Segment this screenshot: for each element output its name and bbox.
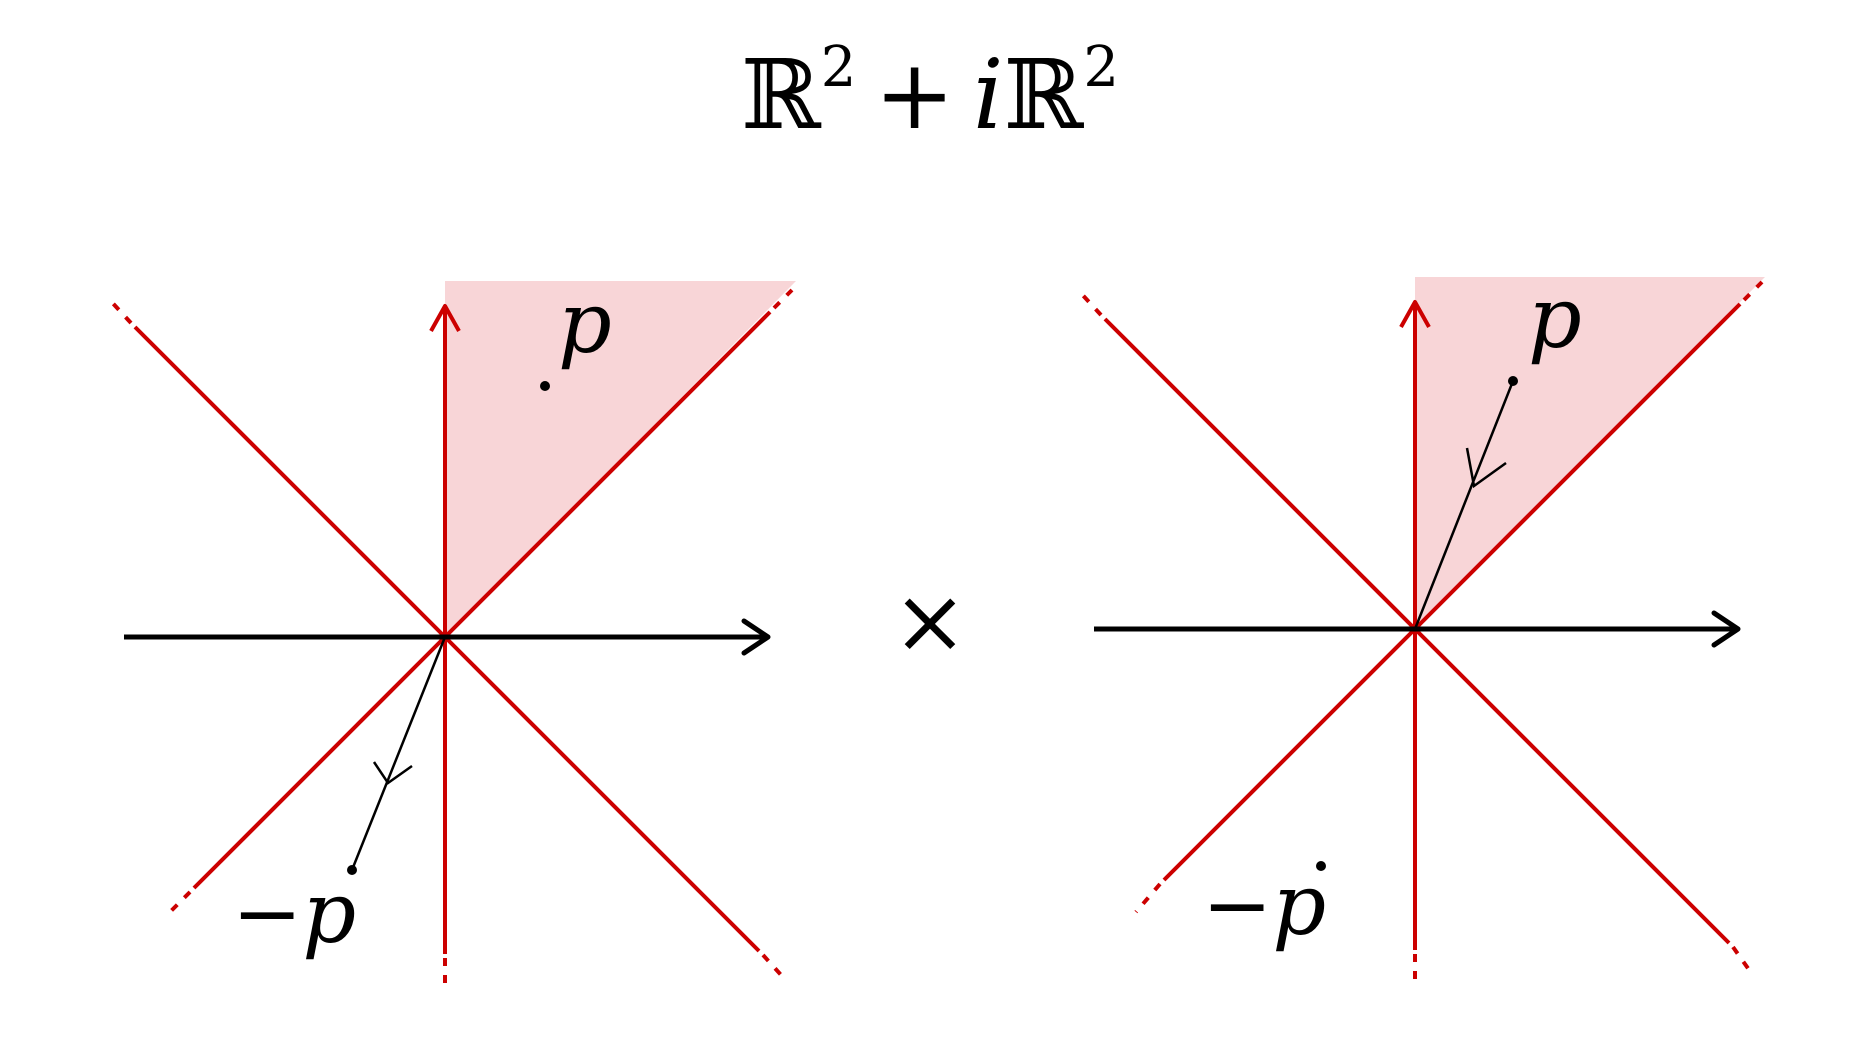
time-axis — [429, 304, 461, 986]
space-axis-arrowhead — [741, 618, 771, 656]
title-sup-2: 2 — [1083, 35, 1119, 100]
space-axis-arrowhead — [1711, 610, 1741, 648]
light-ray-ne-sw — [164, 288, 794, 918]
label-neg-p: −p — [232, 864, 356, 962]
title-plus: + — [874, 39, 954, 151]
point-p — [540, 381, 550, 391]
label-p: p — [558, 274, 612, 372]
title-sup-1: 2 — [821, 35, 857, 100]
time-axis-arrowhead — [1399, 300, 1431, 328]
time-axis-arrowhead — [429, 304, 461, 332]
times-operator: × — [892, 569, 967, 674]
path-arrow-marker — [372, 761, 413, 785]
title: ℝ2+iℝ2 — [741, 35, 1119, 151]
right-panel: p −p — [1076, 269, 1765, 982]
point-p — [1508, 376, 1518, 386]
light-ray-nw-se — [106, 296, 784, 978]
space-axis — [124, 618, 771, 656]
point-neg-p — [347, 865, 357, 875]
integration-path — [1413, 380, 1515, 630]
title-i: i — [973, 39, 1004, 151]
label-neg-p: −p — [1202, 856, 1326, 954]
integration-path — [350, 636, 447, 871]
left-panel: p −p — [106, 274, 796, 986]
light-ray-nw-se — [1076, 288, 1754, 976]
path-arrow-marker — [1465, 447, 1507, 489]
title-r2: ℝ — [1004, 39, 1085, 151]
point-neg-p — [1316, 861, 1326, 871]
label-p: p — [1528, 269, 1582, 367]
light-ray-ne-sw — [1134, 280, 1764, 914]
title-r: ℝ — [741, 39, 822, 151]
